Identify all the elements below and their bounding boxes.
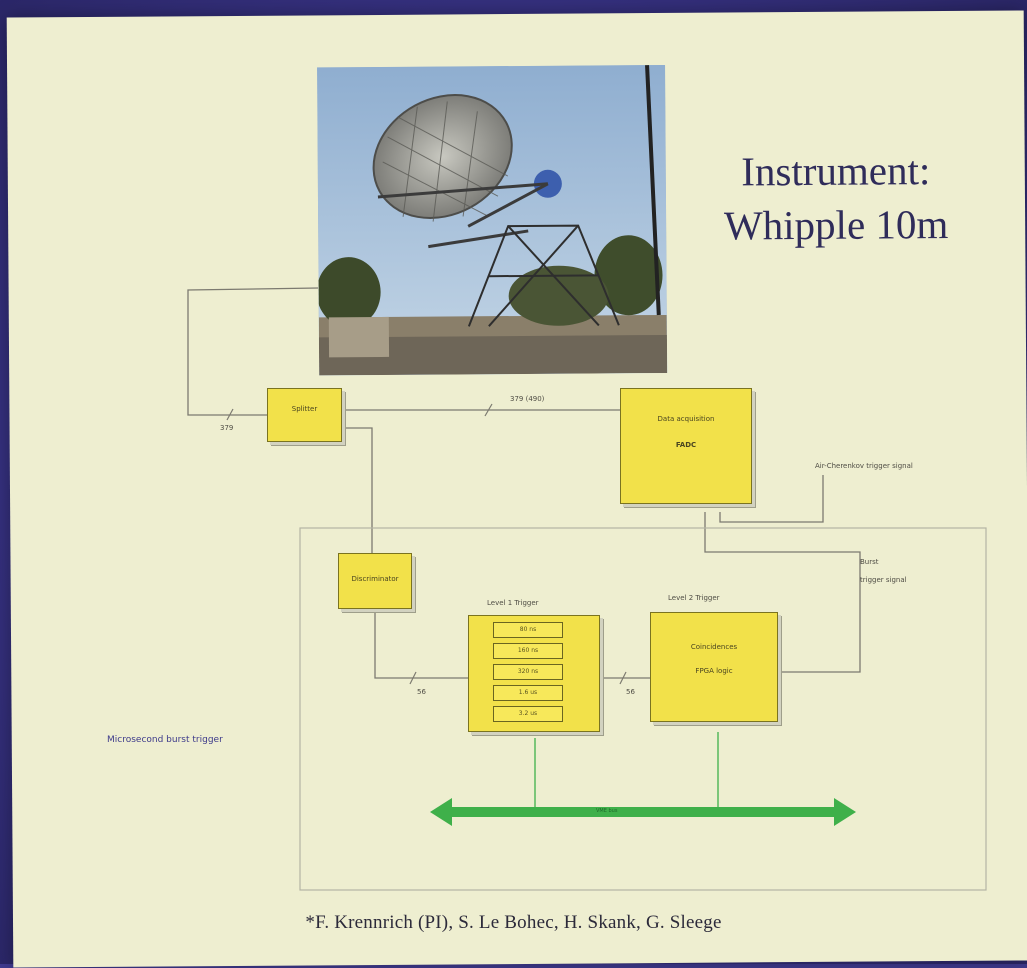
level2-title: Level 2 Trigger <box>668 594 720 602</box>
discriminator-label: Discriminator <box>351 575 398 583</box>
level2-trigger-box: Coincidences FPGA logic <box>650 612 778 722</box>
bus-label: VME bus <box>596 808 617 814</box>
burst-trigger-label-2: trigger signal <box>860 576 907 584</box>
level2-label-2: FPGA logic <box>651 667 777 675</box>
level1-title: Level 1 Trigger <box>487 599 539 607</box>
line-label-56-a: 56 <box>417 688 426 696</box>
level1-trigger-box: 80 ns 160 ns 320 ns 1.6 us 3.2 us <box>468 615 600 732</box>
level1-bin-3: 320 ns <box>493 664 563 680</box>
line-label-56-b: 56 <box>626 688 635 696</box>
discriminator-box: Discriminator <box>338 553 412 609</box>
splitter-label: Splitter <box>292 405 317 413</box>
line-label-379: 379 <box>220 424 233 432</box>
level1-bin-5: 3.2 us <box>493 706 563 722</box>
microsecond-burst-trigger-label: Microsecond burst trigger <box>107 735 223 745</box>
line-label-379-490: 379 (490) <box>510 395 544 403</box>
level1-bin-1: 80 ns <box>493 622 563 638</box>
air-cherenkov-trigger-label: Air-Cherenkov trigger signal <box>815 462 913 470</box>
level1-bin-4: 1.6 us <box>493 685 563 701</box>
fadc-label-1: Data acquisition <box>621 415 751 423</box>
splitter-box: Splitter <box>267 388 342 442</box>
burst-trigger-label-1: Burst <box>860 558 879 566</box>
fadc-box: Data acquisition FADC <box>620 388 752 504</box>
level2-label-1: Coincidences <box>651 643 777 651</box>
credits-footnote: *F. Krennrich (PI), S. Le Bohec, H. Skan… <box>0 912 1027 934</box>
fadc-label-2: FADC <box>621 441 751 449</box>
level1-bin-2: 160 ns <box>493 643 563 659</box>
vme-bus-arrow <box>430 798 856 826</box>
